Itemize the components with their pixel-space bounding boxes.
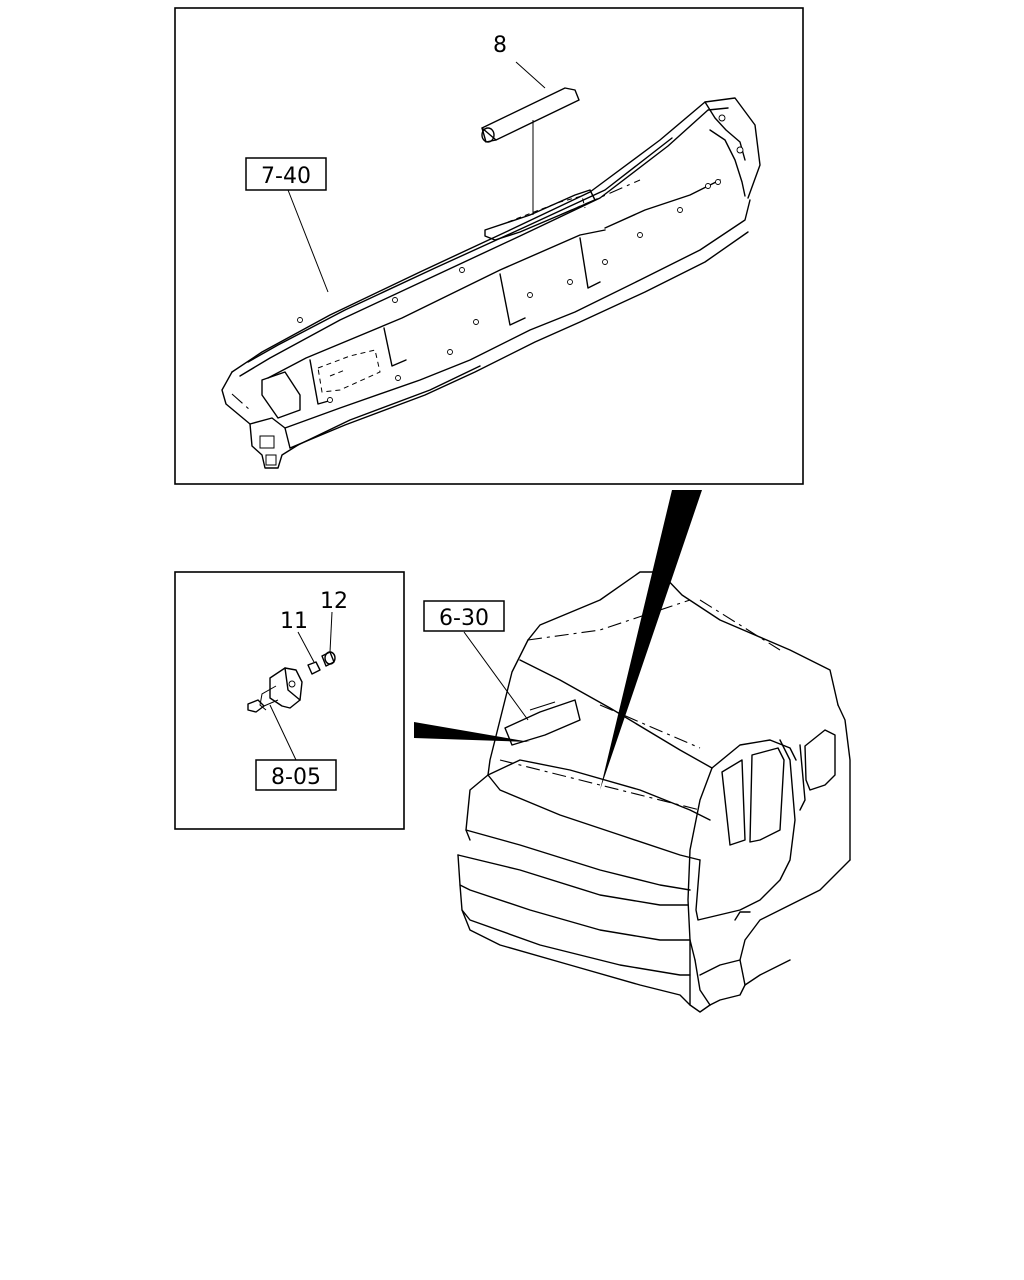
callout-7-40-label: 7-40 <box>261 164 311 189</box>
detail-frame-top <box>174 7 804 485</box>
callout-8-05: 8-05 <box>255 759 337 791</box>
leader-wedge-left <box>414 722 530 742</box>
callout-11: 11 <box>280 609 308 634</box>
instrument-panel-detail: 8 7-40 <box>174 7 804 485</box>
callout-12: 12 <box>320 589 348 614</box>
switch-detail: 11 12 8-05 <box>174 571 405 830</box>
callout-6-30: 6-30 <box>423 600 529 721</box>
callout-8-05-label: 8-05 <box>271 765 321 790</box>
truck-cab-drawing <box>457 571 851 1013</box>
leader-wedge-top <box>600 490 702 790</box>
callout-7-40: 7-40 <box>245 157 329 293</box>
switch-assembly-drawing <box>247 611 336 761</box>
callout-8: 8 <box>493 33 507 58</box>
callout-6-30-label: 6-30 <box>439 606 489 631</box>
detail-frame-left <box>174 571 405 830</box>
part-8-drawing <box>481 61 580 215</box>
dashboard-frame-drawing <box>221 97 761 469</box>
